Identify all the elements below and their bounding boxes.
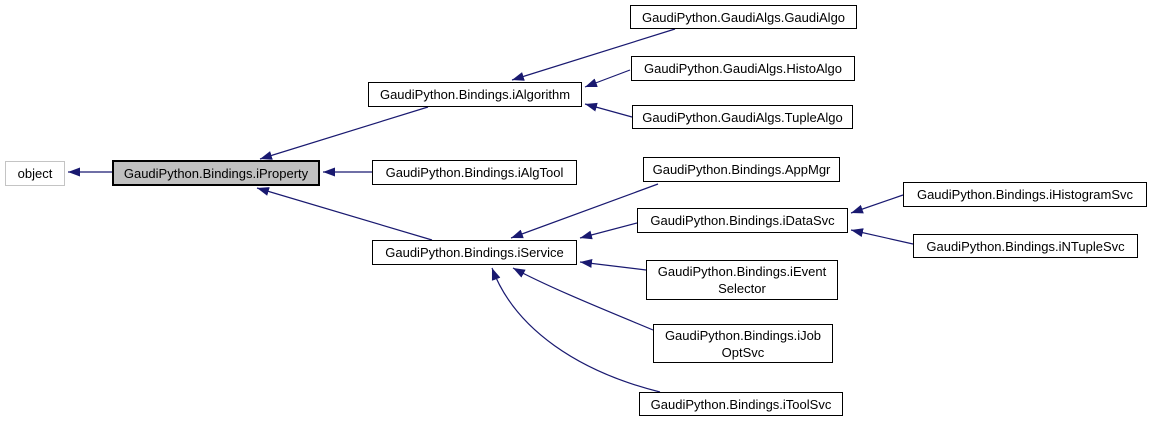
class-node-gaudipython-gaudialgs-gaudialgo[interactable]: GaudiPython.GaudiAlgs.GaudiAlgo bbox=[630, 5, 857, 29]
class-node-gaudipython-bindings-idatasvc[interactable]: GaudiPython.Bindings.iDataSvc bbox=[637, 208, 848, 233]
class-node-gaudipython-gaudialgs-histoalgo[interactable]: GaudiPython.GaudiAlgs.HistoAlgo bbox=[631, 56, 855, 81]
class-node-gaudipython-bindings-itoolsvc[interactable]: GaudiPython.Bindings.iToolSvc bbox=[639, 392, 843, 416]
class-node-gaudipython-bindings-iservice[interactable]: GaudiPython.Bindings.iService bbox=[372, 240, 577, 265]
class-node-label: GaudiPython.Bindings.iEvent Selector bbox=[657, 264, 827, 296]
inheritance-arrow-ialgorithm-to-iproperty bbox=[259, 106, 429, 160]
class-node-gaudipython-bindings-appmgr[interactable]: GaudiPython.Bindings.AppMgr bbox=[643, 157, 840, 182]
class-node-label: GaudiPython.GaudiAlgs.TupleAlgo bbox=[642, 109, 843, 125]
class-node-label: GaudiPython.Bindings.iAlgorithm bbox=[379, 87, 571, 102]
class-node-label: GaudiPython.GaudiAlgs.HistoAlgo bbox=[643, 61, 842, 76]
inheritance-arrow-tuplealgo-to-ialgorithm bbox=[584, 102, 633, 118]
class-node-gaudipython-bindings-ihistogramsvc[interactable]: GaudiPython.Bindings.iHistogramSvc bbox=[903, 182, 1147, 207]
class-node-label: GaudiPython.Bindings.iProperty bbox=[123, 165, 309, 181]
class-node-label: GaudiPython.Bindings.iToolSvc bbox=[650, 396, 832, 412]
class-node-label: GaudiPython.Bindings.iService bbox=[385, 245, 564, 260]
class-node-object: object bbox=[5, 161, 65, 186]
class-node-label: GaudiPython.Bindings.iDataSvc bbox=[650, 213, 835, 228]
class-node-gaudipython-bindings-ialgorithm[interactable]: GaudiPython.Bindings.iAlgorithm bbox=[368, 82, 582, 107]
inheritance-arrow-histoalgo-to-ialgorithm bbox=[584, 69, 631, 88]
inheritance-arrow-ijoboptsvc-to-iservice bbox=[512, 267, 654, 331]
class-node-label: GaudiPython.Bindings.iAlgTool bbox=[385, 165, 564, 180]
class-node-label: GaudiPython.Bindings.iNTupleSvc bbox=[926, 238, 1125, 254]
inheritance-arrow-ihistogramsvc-to-idatasvc bbox=[850, 194, 904, 214]
class-node-label: GaudiPython.Bindings.iJob OptSvc bbox=[664, 327, 822, 360]
class-node-label: object bbox=[17, 166, 53, 181]
class-node-label: GaudiPython.Bindings.AppMgr bbox=[652, 162, 831, 177]
class-node-gaudipython-bindings-intuplesvc[interactable]: GaudiPython.Bindings.iNTupleSvc bbox=[913, 234, 1138, 258]
class-node-label: GaudiPython.GaudiAlgs.GaudiAlgo bbox=[641, 9, 846, 25]
inheritance-arrow-iservice-to-iproperty bbox=[256, 187, 433, 241]
class-node-gaudipython-bindings-iproperty: GaudiPython.Bindings.iProperty bbox=[112, 160, 320, 186]
inheritance-arrow-ieventselector-to-iservice bbox=[579, 258, 647, 271]
class-node-gaudipython-bindings-ialgtool[interactable]: GaudiPython.Bindings.iAlgTool bbox=[372, 160, 577, 185]
class-node-gaudipython-bindings-ieventselector[interactable]: GaudiPython.Bindings.iEvent Selector bbox=[646, 260, 838, 300]
inheritance-arrow-appmgr-to-iservice bbox=[510, 183, 659, 239]
class-node-gaudipython-bindings-ijoboptsvc[interactable]: GaudiPython.Bindings.iJob OptSvc bbox=[653, 324, 833, 363]
inheritance-arrow-gaudialgo-to-ialgorithm bbox=[511, 28, 676, 81]
class-node-gaudipython-gaudialgs-tuplealgo[interactable]: GaudiPython.GaudiAlgs.TupleAlgo bbox=[632, 105, 853, 129]
class-node-label: GaudiPython.Bindings.iHistogramSvc bbox=[916, 187, 1134, 202]
inheritance-arrow-intuplesvc-to-idatasvc bbox=[850, 228, 914, 245]
inheritance-arrow-idatasvc-to-iservice bbox=[579, 222, 638, 240]
inheritance-arrow-itoolsvc-to-iservice bbox=[491, 267, 661, 393]
